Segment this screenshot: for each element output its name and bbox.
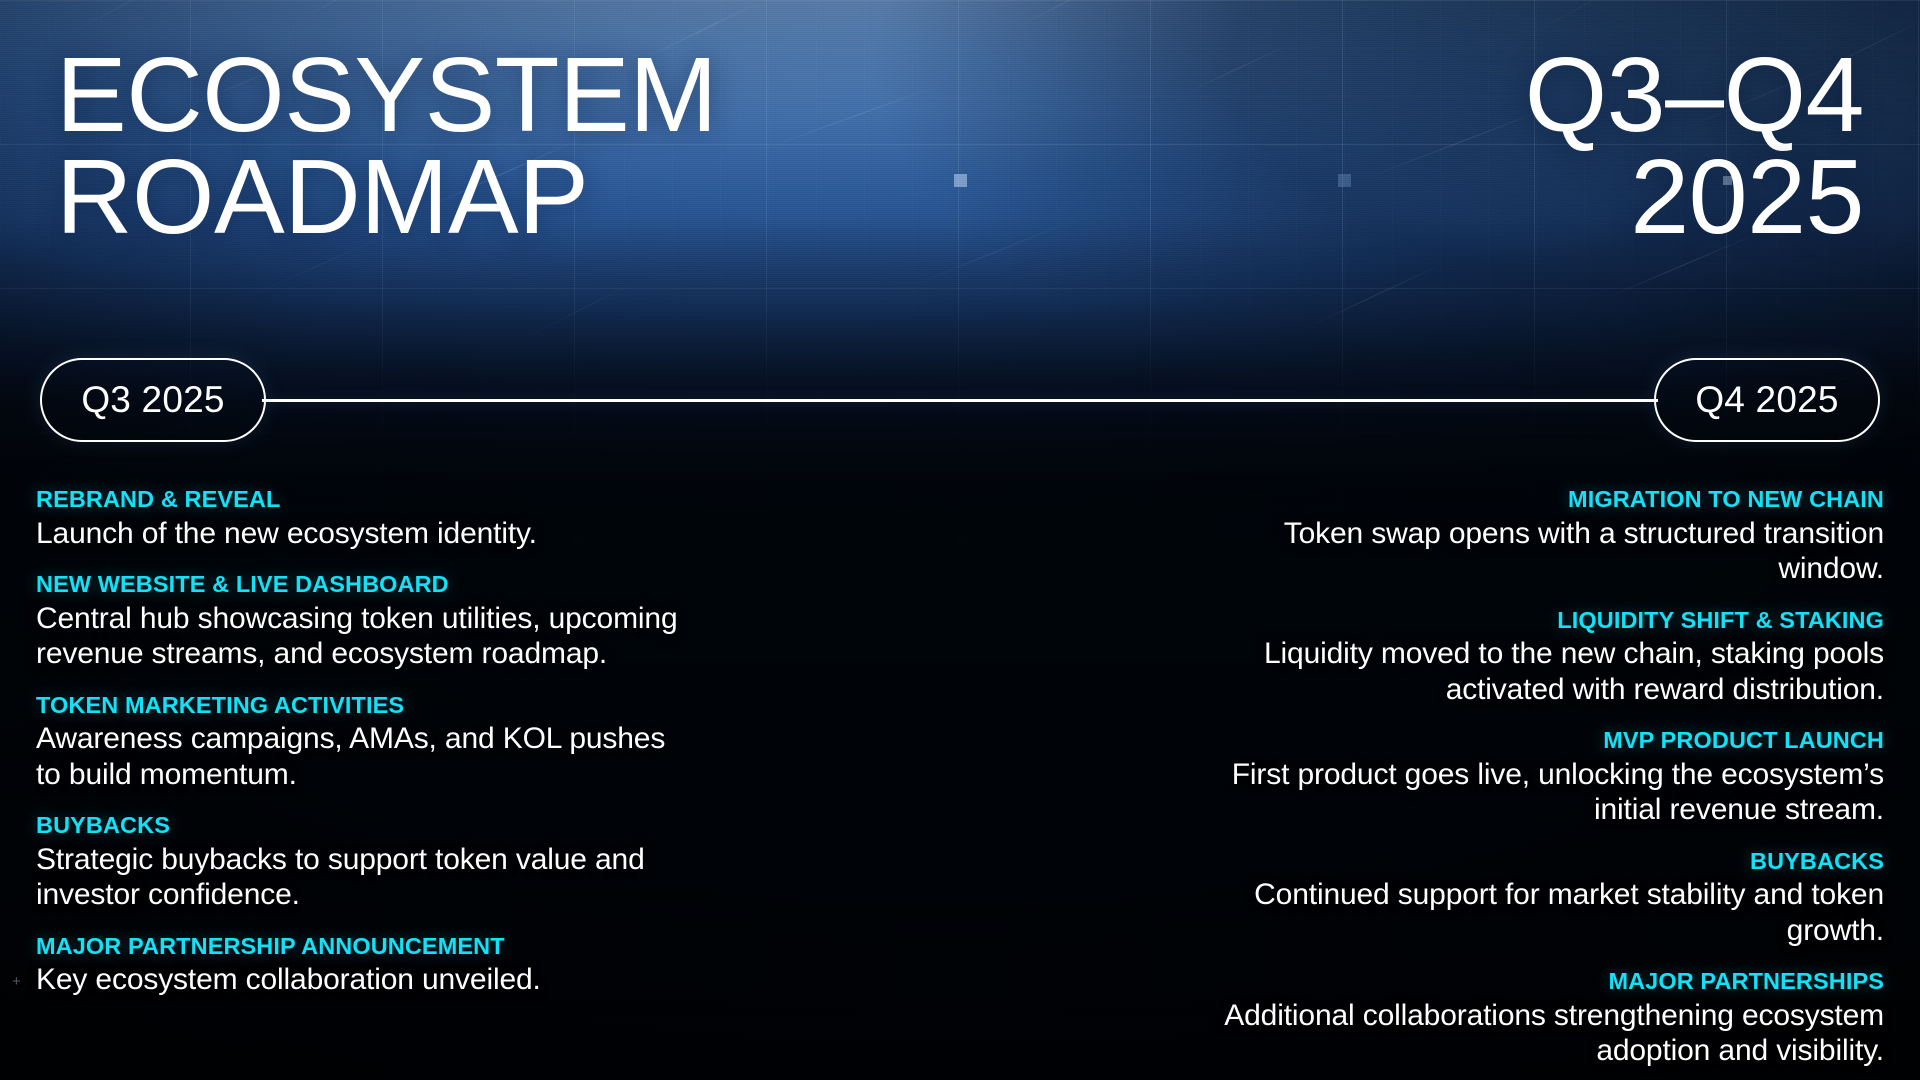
milestone-title: BUYBACKS [1224,848,1884,876]
milestone-item: MAJOR PARTNERSHIP ANNOUNCEMENTKey ecosys… [36,933,696,998]
page-period-label: Q3–Q4 2025 [1525,45,1864,249]
timeline-rail [262,399,1658,402]
milestone-item: REBRAND & REVEALLaunch of the new ecosys… [36,486,696,551]
timeline-badge-q4[interactable]: Q4 2025 [1654,358,1880,442]
milestone-description: Central hub showcasing token utilities, … [36,601,696,672]
milestone-description: Launch of the new ecosystem identity. [36,516,696,551]
milestone-title: MVP PRODUCT LAUNCH [1224,727,1884,755]
milestone-description: Strategic buybacks to support token valu… [36,842,696,913]
milestone-item: BUYBACKSContinued support for market sta… [1224,848,1884,949]
milestone-description: Additional collaborations strengthening … [1224,998,1884,1069]
milestone-description: Liquidity moved to the new chain, stakin… [1224,636,1884,707]
page-title: ECOSYSTEM ROADMAP [56,45,717,249]
milestone-item: MVP PRODUCT LAUNCHFirst product goes liv… [1224,727,1884,828]
milestone-item: LIQUIDITY SHIFT & STAKINGLiquidity moved… [1224,607,1884,708]
milestone-description: Key ecosystem collaboration unveiled. [36,962,696,997]
milestone-title: BUYBACKS [36,812,696,840]
milestone-title: NEW WEBSITE & LIVE DASHBOARD [36,571,696,599]
milestone-title: TOKEN MARKETING ACTIVITIES [36,692,696,720]
milestone-description: First product goes live, unlocking the e… [1224,757,1884,828]
milestone-description: Awareness campaigns, AMAs, and KOL pushe… [36,721,696,792]
milestone-title: LIQUIDITY SHIFT & STAKING [1224,607,1884,635]
milestone-description: Continued support for market stability a… [1224,877,1884,948]
milestone-item: NEW WEBSITE & LIVE DASHBOARDCentral hub … [36,571,696,672]
milestone-title: REBRAND & REVEAL [36,486,696,514]
milestone-title: MAJOR PARTNERSHIP ANNOUNCEMENT [36,933,696,961]
milestone-item: MIGRATION TO NEW CHAINToken swap opens w… [1224,486,1884,587]
q4-milestone-column: MIGRATION TO NEW CHAINToken swap opens w… [1224,486,1884,1069]
timeline: Q3 2025 Q4 2025 [0,358,1920,442]
milestone-item: TOKEN MARKETING ACTIVITIESAwareness camp… [36,692,696,793]
milestone-item: MAJOR PARTNERSHIPSAdditional collaborati… [1224,968,1884,1069]
milestone-title: MIGRATION TO NEW CHAIN [1224,486,1884,514]
timeline-badge-q3[interactable]: Q3 2025 [40,358,266,442]
milestone-description: Token swap opens with a structured trans… [1224,516,1884,587]
milestone-item: BUYBACKSStrategic buybacks to support to… [36,812,696,913]
milestone-title: MAJOR PARTNERSHIPS [1224,968,1884,996]
q3-milestone-column: REBRAND & REVEALLaunch of the new ecosys… [36,486,696,998]
